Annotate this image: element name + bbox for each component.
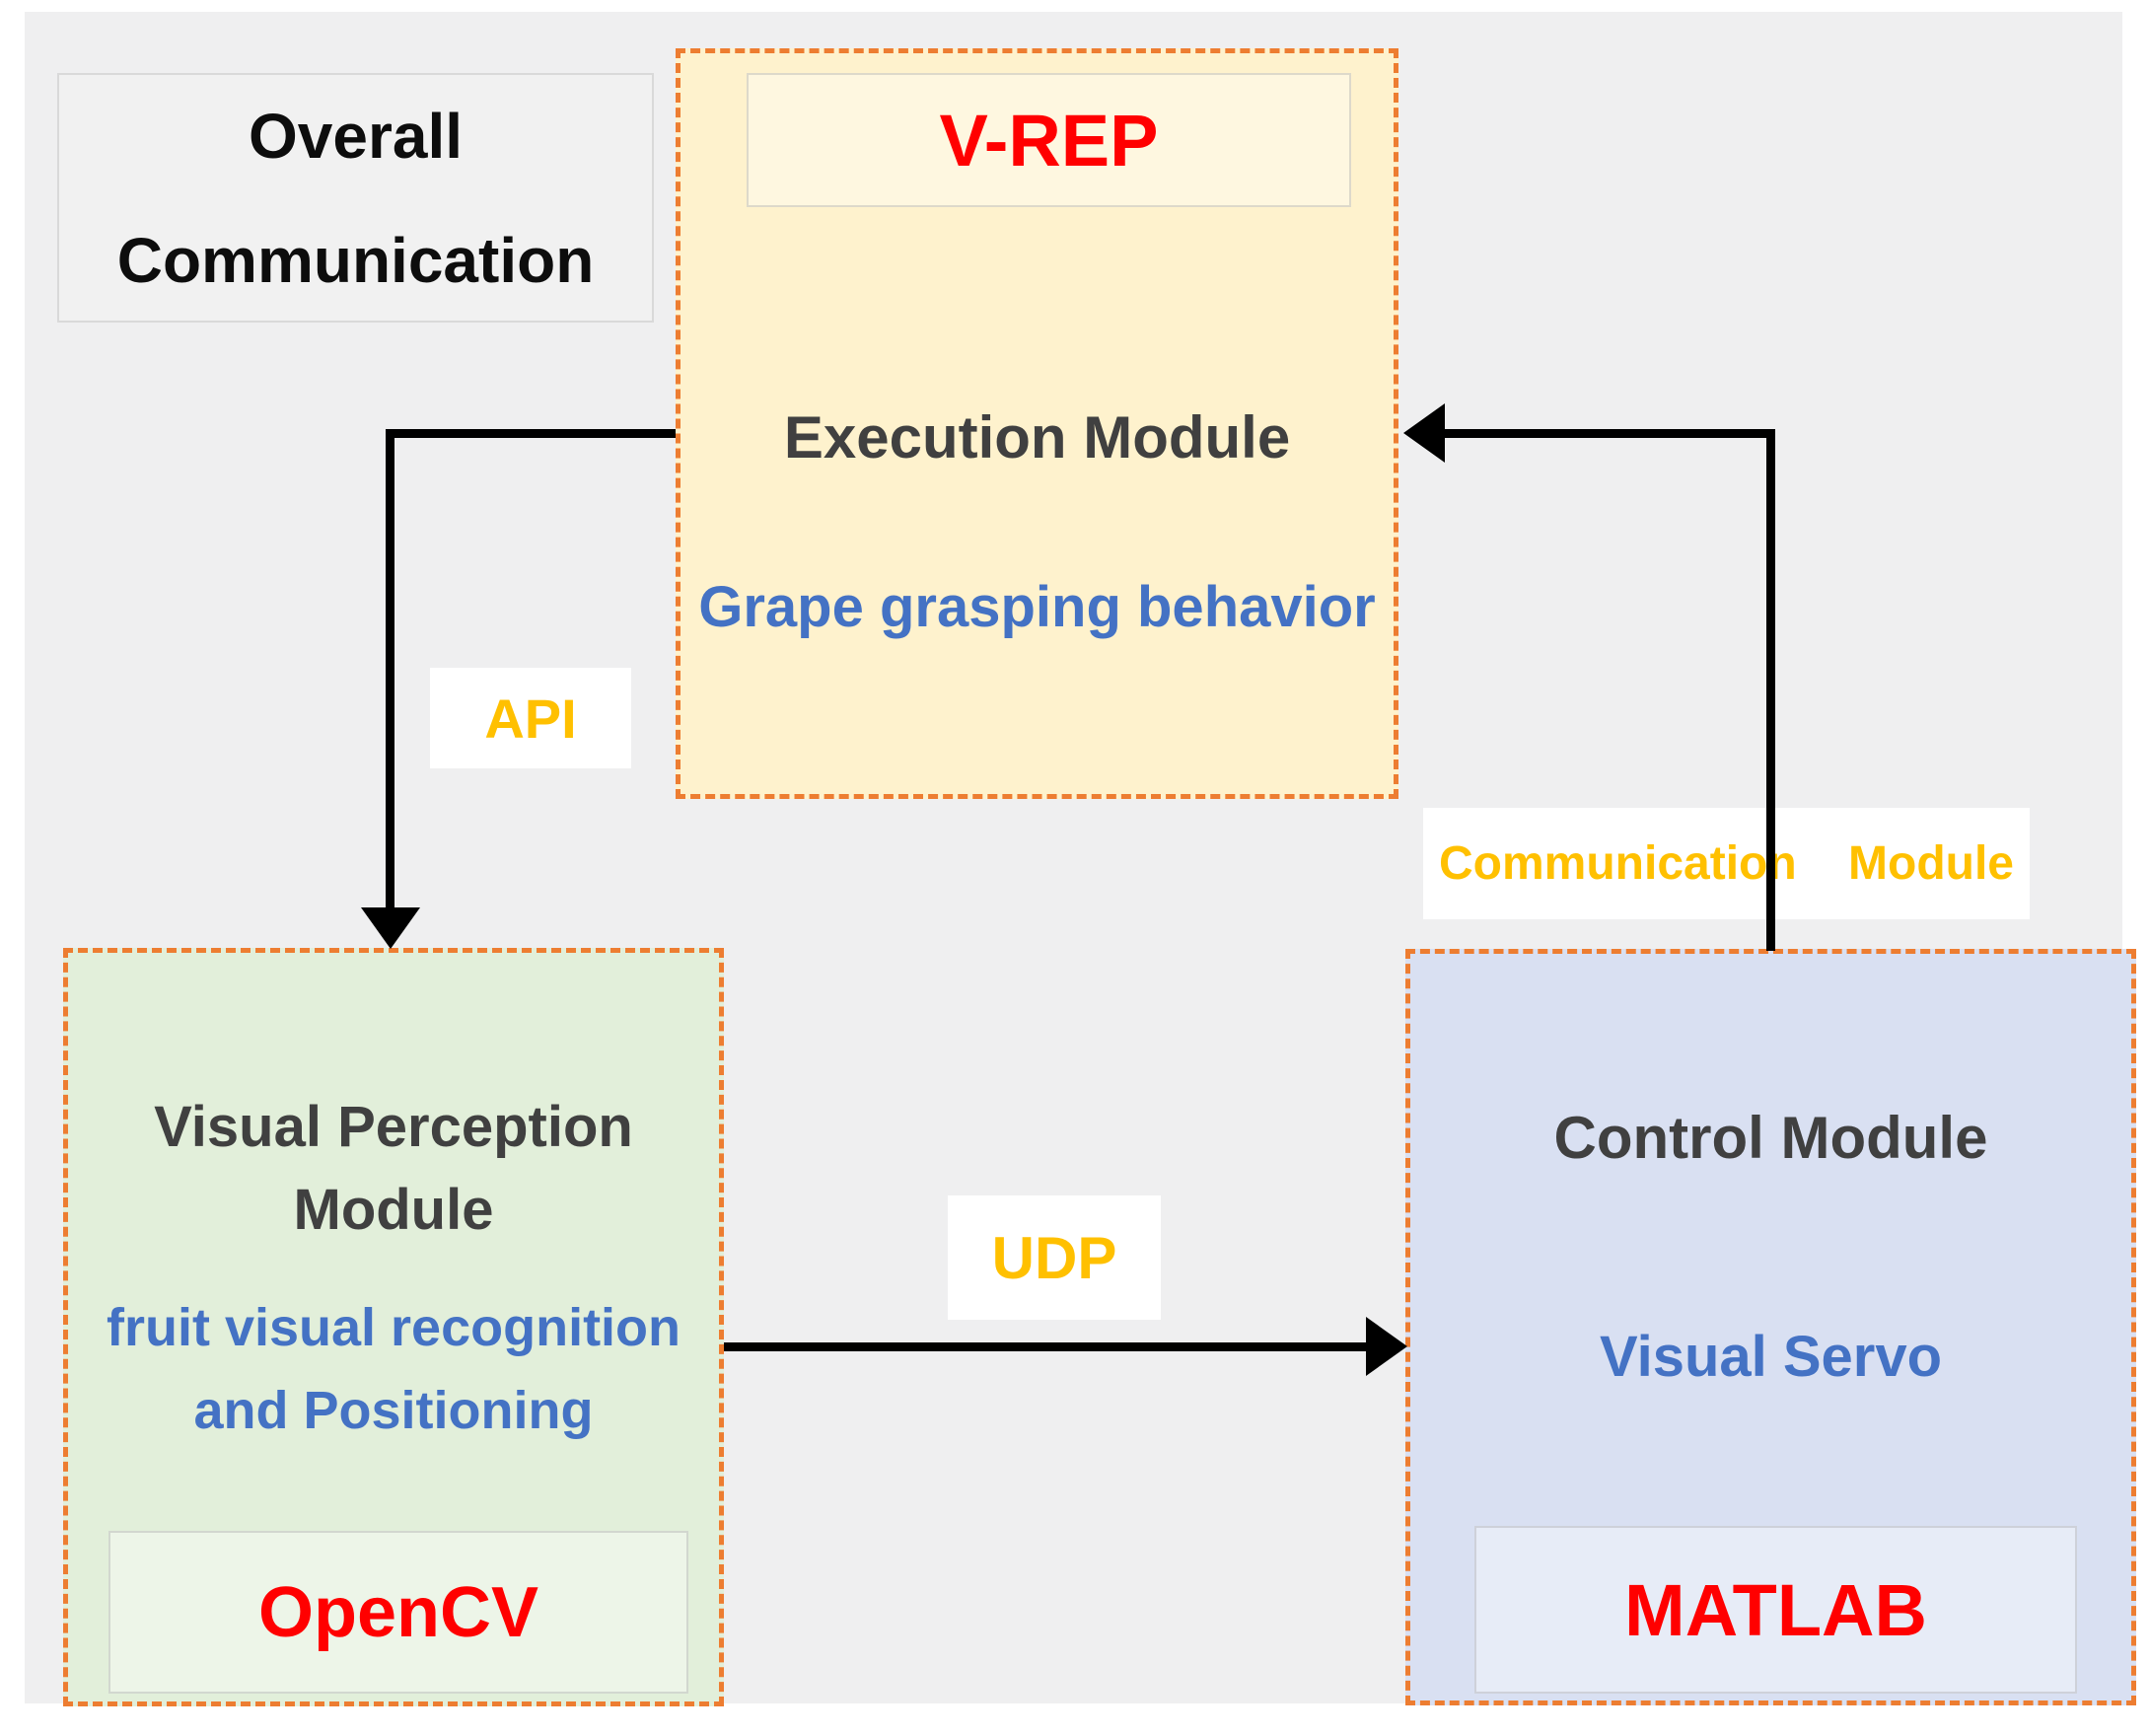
communication-arrowhead-left-icon [1403,403,1445,463]
perception-module-function-line2: and Positioning [193,1381,594,1440]
perception-module-function: fruit visual recognition and Positioning [68,1286,719,1452]
api-arrow-vertical-segment [386,429,394,909]
api-label-text: API [484,687,577,750]
perception-module-title-line2: Module [293,1178,494,1242]
api-arrowhead-down-icon [361,907,420,949]
diagram-title-line2: Communication [116,224,595,296]
communication-label-word1: Communication [1439,837,1797,890]
matlab-platform-box: MATLAB [1474,1526,2077,1694]
udp-arrowhead-right-icon [1366,1317,1407,1376]
control-module-box: Control Module Visual Servo MATLAB [1405,949,2136,1705]
communication-label-word2: Module [1848,837,2014,890]
diagram-title-box: Overall Communication [57,73,654,323]
udp-connection-label: UDP [948,1195,1161,1320]
perception-module-title: Visual Perception Module [68,1086,719,1252]
communication-arrow-horizontal-segment [1445,429,1775,438]
communication-module-connection-label: Communication Module [1423,808,2030,919]
opencv-platform-box: OpenCV [108,1531,688,1694]
execution-module-box: V-REP Execution Module Grape grasping be… [676,48,1398,799]
diagram-canvas: Overall Communication V-REP Execution Mo… [25,12,2136,1706]
matlab-platform-label: MATLAB [1624,1568,1927,1651]
perception-module-box: Visual Perception Module fruit visual re… [63,948,724,1706]
perception-module-function-line1: fruit visual recognition [106,1298,681,1357]
udp-arrow-horizontal-segment [724,1342,1370,1351]
execution-module-function: Grape grasping behavior [698,575,1376,639]
vrep-platform-box: V-REP [747,73,1351,207]
diagram-title-line1: Overall [248,100,464,172]
perception-module-title-line1: Visual Perception [154,1095,633,1159]
execution-module-title: Execution Module [783,404,1291,470]
udp-label-text: UDP [991,1224,1117,1291]
api-connection-label: API [430,668,631,768]
control-module-title: Control Module [1553,1105,1988,1171]
opencv-platform-label: OpenCV [257,1572,539,1652]
control-module-function: Visual Servo [1599,1325,1943,1389]
communication-arrow-vertical-segment [1766,429,1775,951]
api-arrow-horizontal-segment [386,429,676,438]
vrep-platform-label: V-REP [939,99,1159,181]
